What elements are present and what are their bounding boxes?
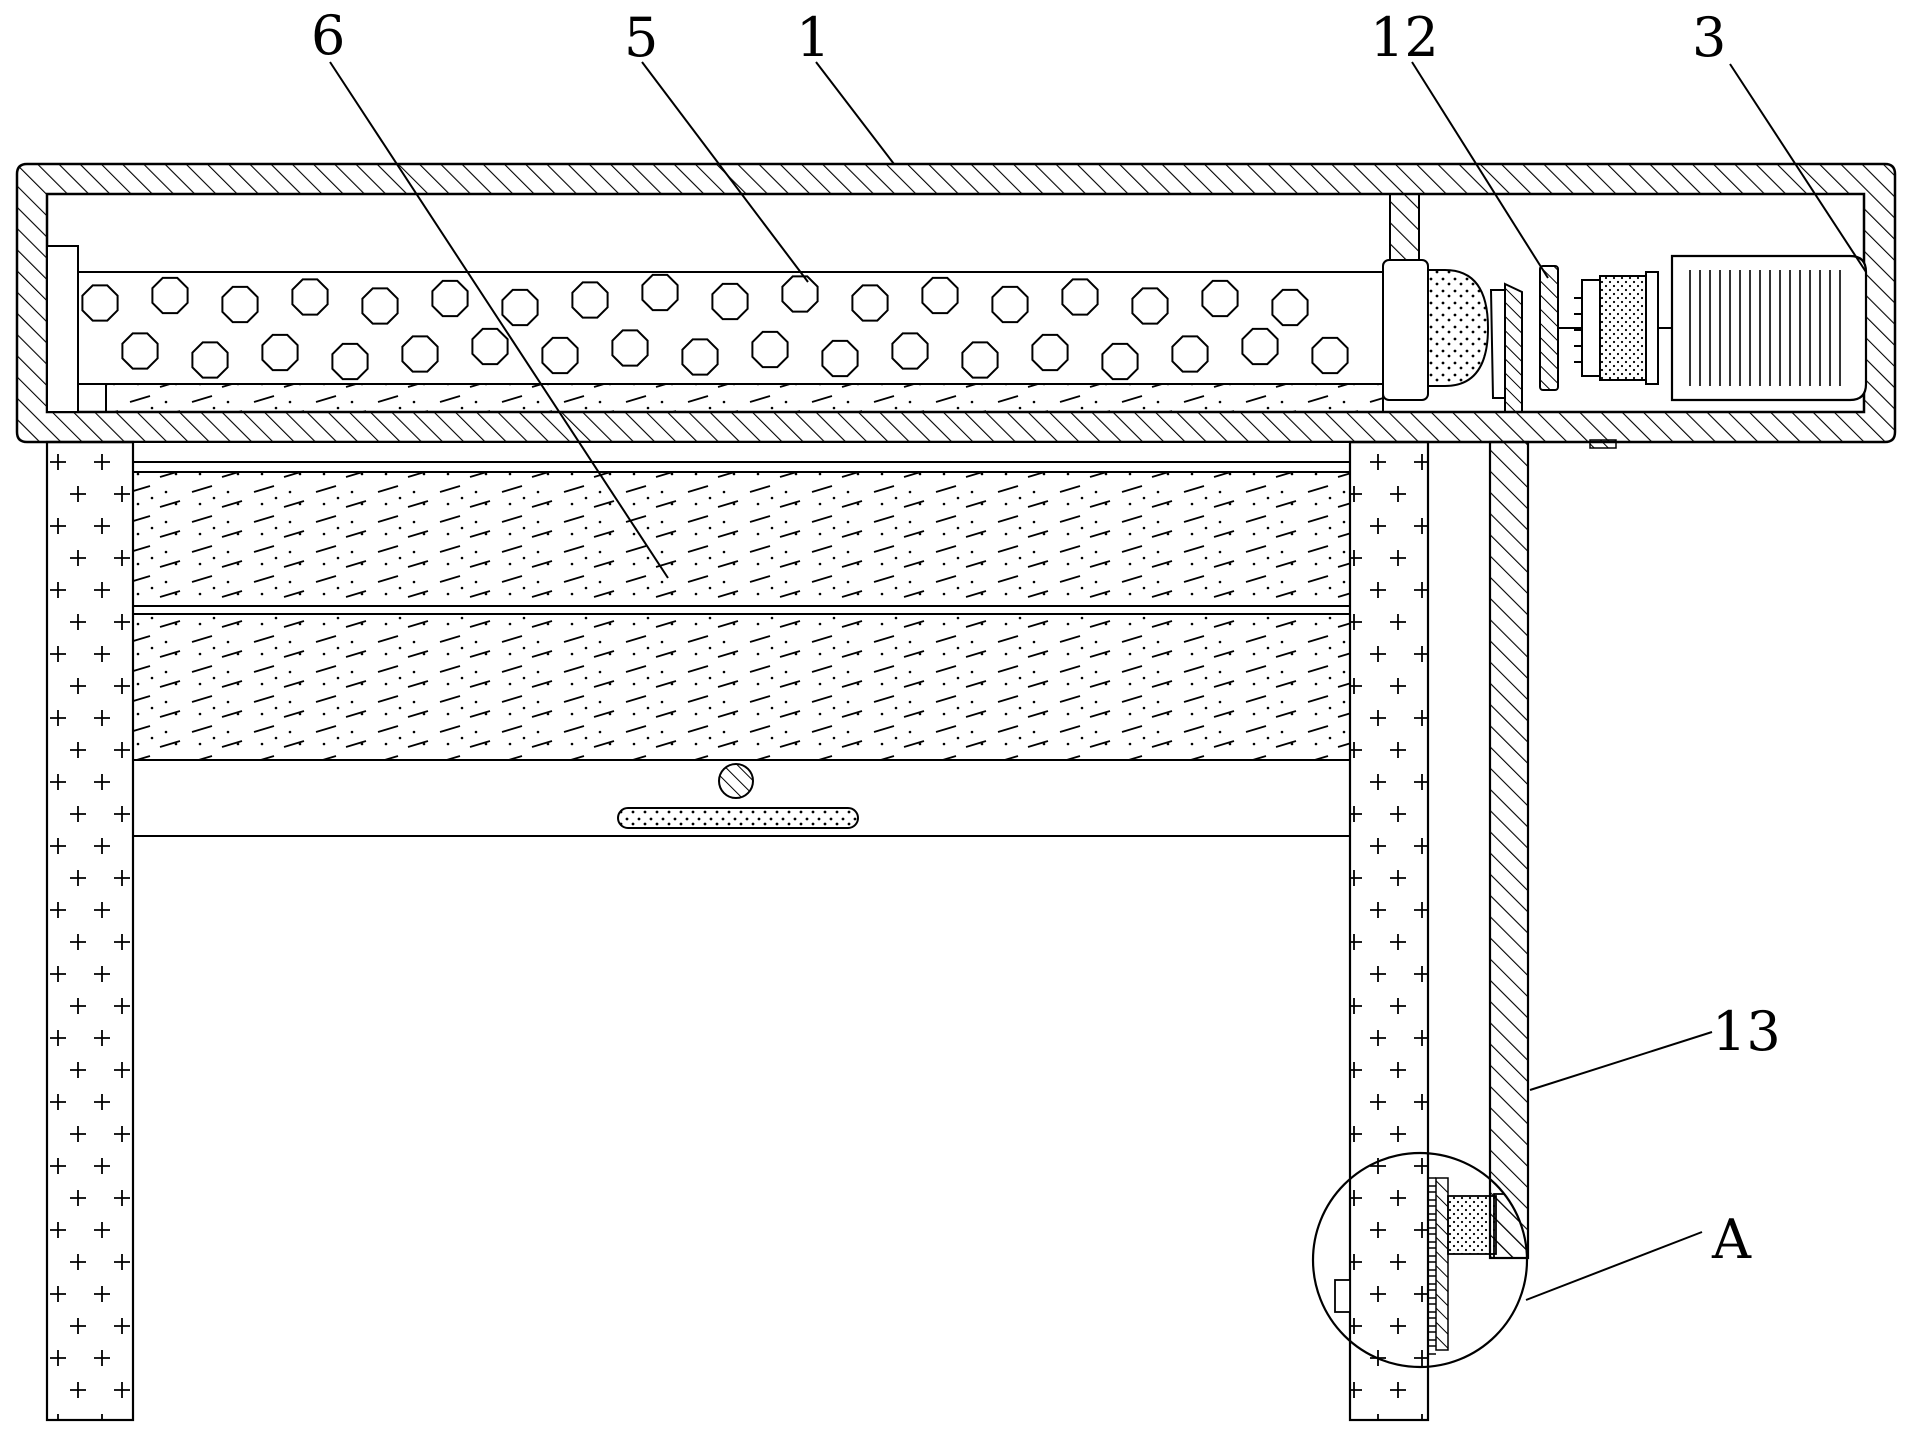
- roller-hole: [921, 276, 959, 315]
- motor: [1670, 254, 1868, 402]
- roller-hole: [121, 332, 159, 370]
- roller-hole: [1171, 335, 1209, 373]
- roller-hole: [641, 273, 679, 312]
- roller-hole: [1271, 288, 1309, 327]
- roller-hole: [991, 285, 1029, 324]
- leader-lines: [329, 61, 1867, 1301]
- roller-hole: [1201, 279, 1239, 318]
- leader-3: [1729, 63, 1867, 273]
- coupling: [1558, 271, 1672, 385]
- roller-hole: [1311, 336, 1349, 375]
- roller-hole: [711, 282, 749, 321]
- roller-hole: [81, 284, 119, 322]
- label-6: 6: [311, 4, 345, 67]
- gear-element: [1489, 282, 1523, 413]
- roller-hole: [1061, 278, 1099, 316]
- label-5: 5: [624, 6, 658, 69]
- leader-6: [329, 61, 669, 579]
- roller-hole: [331, 342, 369, 381]
- roller-hole: [291, 278, 329, 316]
- roller-hole: [571, 281, 609, 319]
- rod-13: [1488, 440, 1530, 1260]
- reference-labels: 6 5 1 12 3 13 A: [311, 4, 1781, 1271]
- leader-13: [1529, 1031, 1713, 1091]
- bearing-block: [1382, 259, 1490, 401]
- drawer-handle: [617, 763, 859, 829]
- roller-hole: [851, 284, 889, 322]
- roller-hole: [501, 288, 539, 327]
- label-a: A: [1711, 1208, 1752, 1271]
- roller-hole: [261, 333, 299, 372]
- roller-hole: [191, 341, 229, 379]
- label-13: 13: [1712, 1000, 1781, 1063]
- roller-hole: [1031, 333, 1069, 372]
- roller-hole: [961, 341, 999, 379]
- label-1: 1: [796, 6, 830, 69]
- roller-hole: [751, 330, 789, 369]
- part-12: [1539, 265, 1559, 391]
- roller-hole: [1131, 287, 1169, 325]
- drawer: [132, 441, 1351, 837]
- roller-hole: [361, 287, 399, 325]
- roller-hole: [1241, 327, 1279, 366]
- perforated-roller: [46, 245, 1384, 413]
- roller-hole: [611, 329, 649, 367]
- leader-a: [1525, 1231, 1703, 1301]
- roller-hole: [151, 276, 189, 315]
- left-leg: [45, 440, 135, 1422]
- label-3: 3: [1692, 6, 1726, 69]
- right-leg: [1348, 440, 1430, 1422]
- roller-hole: [781, 275, 819, 313]
- roller-hole: [221, 285, 259, 324]
- roller-hole: [891, 332, 929, 370]
- leader-5: [641, 61, 809, 283]
- roller-hole: [431, 279, 469, 318]
- label-12: 12: [1370, 6, 1439, 69]
- roller-hole: [471, 327, 509, 366]
- leader-12: [1411, 61, 1549, 279]
- roller-hole: [821, 339, 859, 378]
- roller-hole: [1101, 342, 1139, 381]
- roller-hole: [681, 338, 719, 376]
- roller-hole: [401, 335, 439, 373]
- leader-1: [815, 61, 895, 165]
- roller-hole: [541, 336, 579, 375]
